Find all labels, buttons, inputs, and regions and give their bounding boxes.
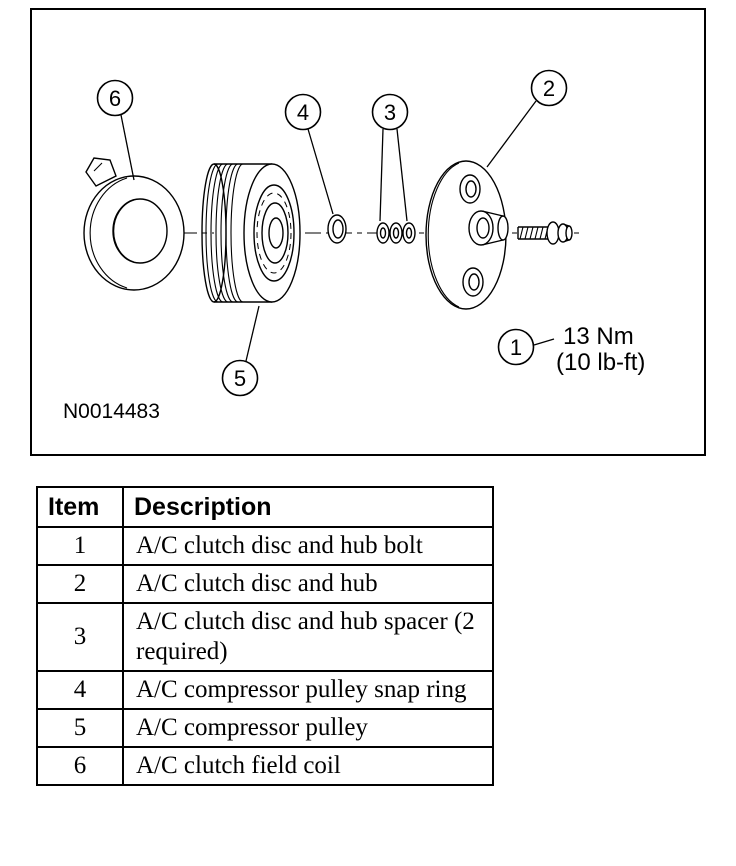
- item-cell: 4: [36, 670, 124, 710]
- table-row: 3 A/C clutch disc and hub spacer (2 requ…: [36, 602, 494, 672]
- callout-2: 2: [486, 69, 568, 168]
- hub-bolt: [517, 221, 573, 245]
- pulley-groove: [225, 163, 239, 303]
- pulley-hidden-ring: [256, 192, 292, 274]
- field-coil-tab-detail: [93, 162, 103, 172]
- disc-hole-bottom-inner: [468, 273, 480, 291]
- item-cell: 2: [36, 564, 124, 604]
- callout-5-leader: [245, 305, 260, 362]
- callout-5-circle: [221, 359, 259, 397]
- description-cell: A/C clutch field coil: [122, 746, 494, 786]
- callout-6-circle: [96, 79, 134, 117]
- item-cell: 5: [36, 708, 124, 748]
- callout-1: 1 13 Nm (10 lb-ft): [497, 323, 645, 376]
- callout-3-leader: [379, 128, 384, 222]
- table-row: 6 A/C clutch field coil: [36, 746, 494, 786]
- pulley-groove: [230, 163, 244, 303]
- description-cell: A/C compressor pulley snap ring: [122, 670, 494, 710]
- item-cell: 1: [36, 526, 124, 566]
- spacer-washer-hole: [405, 227, 413, 239]
- callout-5: 5: [221, 305, 260, 397]
- header-item: Item: [36, 486, 124, 528]
- field-coil-inner-back-edge: [113, 199, 135, 263]
- callout-6-leader: [120, 114, 135, 181]
- pulley-hub-ring: [261, 202, 289, 264]
- callout-6: 6: [96, 79, 135, 181]
- callout-3-number: 3: [384, 100, 396, 125]
- spacer-washer: [389, 222, 403, 244]
- compressor-pulley: [201, 163, 301, 303]
- callout-1-number: 1: [510, 335, 522, 360]
- callout-3-leader: [396, 128, 408, 222]
- figure-part-number: N0014483: [63, 400, 160, 423]
- bolt-thread: [529, 226, 534, 240]
- field-coil-connector-tab: [85, 157, 117, 187]
- snap-ring: [327, 214, 347, 244]
- disc-hole-top: [459, 174, 481, 204]
- table-header-row: Item Description: [36, 486, 494, 528]
- torque-value-label: 13 Nm: [563, 323, 634, 350]
- pulley-groove: [215, 163, 229, 303]
- clutch-disc-and-hub: [425, 160, 509, 310]
- callout-4-number: 4: [297, 100, 309, 125]
- bolt-thread: [524, 226, 529, 240]
- callout-2-circle: [530, 69, 568, 107]
- torque-unit-label: (10 lb-ft): [556, 349, 645, 376]
- spacer-washer-hole: [379, 227, 387, 239]
- hub-stub-top: [481, 210, 504, 217]
- callout-5-number: 5: [234, 366, 246, 391]
- pulley-groove: [220, 163, 234, 303]
- callout-2-leader: [486, 100, 537, 168]
- callout-3-circle: [371, 93, 409, 131]
- spacer-washer-hole: [392, 227, 400, 239]
- callout-1-circle: [497, 328, 535, 366]
- hub-stub-bottom: [481, 239, 504, 246]
- spacer-washer: [402, 222, 416, 244]
- pulley-bore: [268, 217, 284, 249]
- header-description: Description: [122, 486, 494, 528]
- description-cell: A/C clutch disc and hub bolt: [122, 526, 494, 566]
- callout-1-leader: [533, 338, 555, 346]
- table-row: 5 A/C compressor pulley: [36, 708, 494, 748]
- disc-hole-bottom: [462, 267, 484, 297]
- bolt-head-end: [565, 225, 573, 241]
- table-row: 2 A/C clutch disc and hub: [36, 564, 494, 604]
- callout-3: 3: [371, 93, 409, 222]
- bolt-thread: [534, 226, 539, 240]
- pulley-groove: [205, 163, 219, 303]
- callout-2-number: 2: [543, 76, 555, 101]
- hub-stub-end: [497, 215, 509, 241]
- bolt-thread: [539, 226, 544, 240]
- field-coil-inner-ring: [112, 198, 168, 264]
- hub-bore: [476, 217, 490, 239]
- callout-4-leader: [307, 128, 334, 215]
- table-row: 1 A/C clutch disc and hub bolt: [36, 526, 494, 566]
- exploded-view-diagram: 6 4 3 2 5 1: [30, 8, 706, 456]
- item-cell: 6: [36, 746, 124, 786]
- disc-back-edge: [427, 162, 460, 308]
- spacer-washer: [376, 222, 390, 244]
- description-cell: A/C clutch disc and hub: [122, 564, 494, 604]
- callout-4: 4: [284, 93, 334, 215]
- field-coil-back-edge: [89, 177, 128, 289]
- bolt-washer: [546, 221, 560, 245]
- bolt-thread: [519, 226, 524, 240]
- disc-hole-top-inner: [465, 180, 477, 198]
- item-cell: 3: [36, 602, 124, 672]
- callout-6-number: 6: [109, 86, 121, 111]
- field-coil: [83, 157, 185, 291]
- callout-4-circle: [284, 93, 322, 131]
- spacer-washers: [376, 222, 416, 244]
- table-row: 4 A/C compressor pulley snap ring: [36, 670, 494, 710]
- description-cell: A/C clutch disc and hub spacer (2 requir…: [122, 602, 494, 672]
- pulley-groove: [210, 163, 224, 303]
- parts-table: Item Description 1 A/C clutch disc and h…: [36, 486, 494, 786]
- pulley-face-ring: [253, 184, 295, 282]
- description-cell: A/C compressor pulley: [122, 708, 494, 748]
- snap-ring-inner: [332, 219, 344, 239]
